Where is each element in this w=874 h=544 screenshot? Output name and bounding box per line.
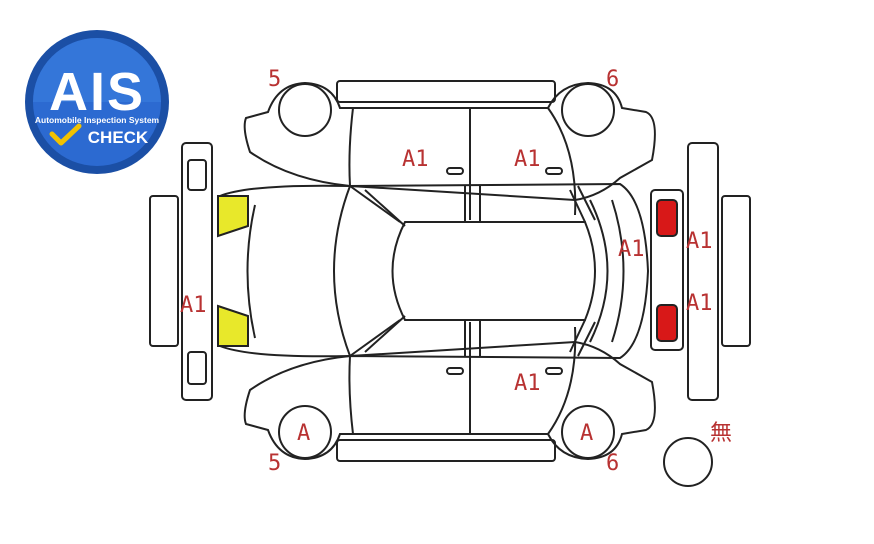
headlight-upper [217,195,249,238]
roof-strip-top [336,80,556,103]
spare-tire [663,437,713,487]
top-rear-handle [545,167,563,175]
logo-brand: AIS [49,62,145,122]
front-bumper-frame [181,142,213,401]
ais-logo: AIS Automobile Inspection System CHECK [25,30,169,174]
hood-curve [246,204,256,339]
highlighted-parts [217,195,678,347]
label-wheel-rear-right: 6 [606,451,619,476]
roof-divider-top [464,186,481,222]
a-pillar-top-inner [364,189,406,227]
top-front-handle [446,167,464,175]
tail-light-lower [656,304,678,342]
roof-divider-bottom [464,320,481,356]
label-wheel-rear-left-inner: A [297,421,310,446]
roof-panel [391,221,596,321]
label-front-bumper: A1 [180,293,207,318]
body-top-side [243,81,656,202]
a-pillar-bottom-inner [364,315,406,353]
roof-strip-bottom [336,439,556,462]
label-rear-panel: A1 [618,237,645,262]
rear-window [589,199,609,343]
bottom-front-handle [446,367,464,375]
front-bumper-outer [149,195,179,347]
top-a-pillar [348,107,354,187]
wheel-front-left [278,83,332,137]
rear-bumper-outer [721,195,751,347]
front-bumper-slot-top [187,159,207,191]
windshield-outer [333,185,351,357]
body-top-view [219,182,650,360]
rear-pillar-top [569,185,596,223]
tail-light-upper [656,199,678,237]
label-top-rear-door: A1 [514,147,541,172]
rear-pillar-bottom [569,319,596,357]
car-outline [149,80,751,487]
rear-bumper-frame [687,142,719,401]
tail-light-panel [650,189,684,351]
label-spare-tire: 無 [710,421,732,446]
damage-labels: 5 6 5 6 A1 A1 A1 A1 A1 A1 A1 A A 無 [180,67,732,476]
windshield-bottom-edge [349,319,401,357]
logo-check: CHECK [88,128,149,147]
check-mark-icon [49,123,82,146]
label-wheel-front-right: 6 [606,67,619,92]
label-wheel-rear-left: 5 [268,451,281,476]
headlight-lower [217,304,249,347]
label-wheel-rear-right-inner: A [580,421,593,446]
label-tail-light-lower: A1 [686,291,713,316]
bottom-rear-handle [545,367,563,375]
label-bottom-rear-door: A1 [514,371,541,396]
label-top-front-door: A1 [402,147,429,172]
bottom-a-pillar [348,355,354,435]
trunk-line [611,199,625,343]
logo-gloss [33,38,161,102]
label-tail-light-upper: A1 [686,229,713,254]
logo-tagline: Automobile Inspection System [35,115,160,125]
windshield-top-edge [349,185,401,223]
front-bumper-slot-bottom [187,351,207,385]
label-wheel-front-left: 5 [268,67,281,92]
